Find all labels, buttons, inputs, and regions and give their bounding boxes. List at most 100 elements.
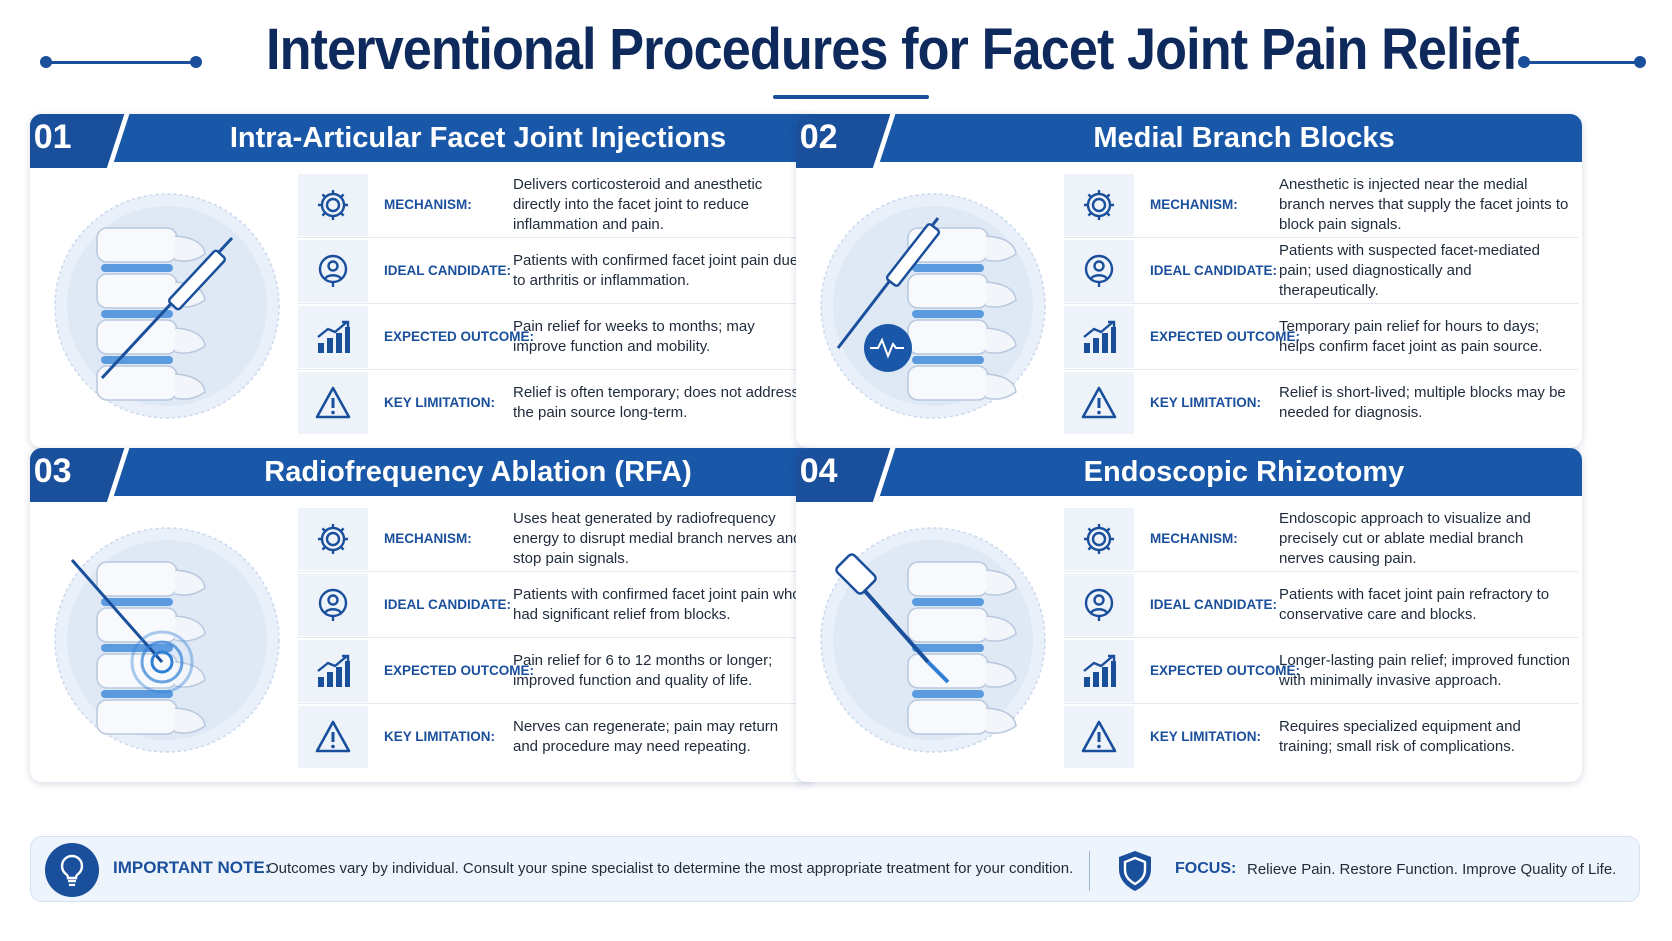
card-number: 03	[33, 452, 72, 490]
card-details: MECHANISM: Endoscopic approach to visuali…	[1064, 500, 1578, 778]
detail-text: Anesthetic is injected near the medial b…	[1279, 175, 1569, 233]
header-dot-right	[1634, 56, 1646, 68]
spine-illustration	[42, 512, 292, 768]
detail-text: Patients with confirmed facet joint pain…	[513, 585, 801, 623]
gear-icon	[1064, 508, 1134, 570]
detail-row: KEY LIMITATION: Nerves can regenerate; pa…	[298, 704, 812, 770]
detail-row: EXPECTED OUTCOME:Longer-lasting pain rel…	[1064, 638, 1578, 704]
detail-text: Longer-lasting pain relief; improved fun…	[1279, 651, 1570, 689]
footer-note-bar: IMPORTANT NOTE: Outcomes vary by individ…	[30, 836, 1640, 902]
procedure-card: 03 Radiofrequency Ablation (RFA) MECHANISM…	[30, 448, 816, 782]
chart-up-icon	[298, 640, 368, 702]
lightbulb-icon	[45, 843, 99, 897]
detail-text: Nerves can regenerate; pain may return a…	[513, 718, 779, 755]
card-title: Radiofrequency Ablation (RFA)	[264, 456, 692, 488]
card-title: Medial Branch Blocks	[1093, 122, 1395, 154]
card-header-bar	[796, 114, 1582, 162]
header-rule-right	[1522, 61, 1640, 64]
person-target-icon	[1064, 574, 1134, 636]
procedure-card: 01 Intra-Articular Facet Joint Injections…	[30, 114, 816, 448]
card-details: MECHANISM: Uses heat generated by radiofr…	[298, 500, 812, 778]
detail-row: MECHANISM: Anesthetic is injected near th…	[1064, 172, 1578, 238]
detail-label: KEY LIMITATION:	[384, 395, 495, 410]
page-title: Interventional Procedures for Facet Join…	[266, 17, 1519, 82]
detail-row: KEY LIMITATION: Relief is short-lived; mu…	[1064, 370, 1578, 436]
title-underline	[773, 95, 929, 99]
detail-label: EXPECTED OUTCOME:	[1150, 663, 1301, 678]
detail-label: MECHANISM:	[1150, 531, 1238, 546]
detail-text: Delivers corticosteroid and anesthetic d…	[513, 175, 763, 233]
detail-text: Relief is often temporary; does not addr…	[513, 384, 799, 421]
card-title: Intra-Articular Facet Joint Injections	[229, 122, 727, 154]
chart-up-icon	[298, 306, 368, 368]
detail-label: IDEAL CANDIDATE:	[1150, 597, 1277, 612]
detail-text: Patients with confirmed facet joint pain…	[513, 251, 799, 289]
spine-illustration	[808, 512, 1058, 768]
detail-text: Pain relief for 6 to 12 months or longer…	[513, 651, 773, 689]
detail-row: MECHANISM: Endoscopic approach to visuali…	[1064, 506, 1578, 572]
detail-row: IDEAL CANDIDATE:Patients with suspected …	[1064, 238, 1578, 304]
detail-text: Requires specialized equipment and train…	[1279, 718, 1521, 755]
detail-label: KEY LIMITATION:	[384, 729, 495, 744]
focus-label: FOCUS:	[1175, 860, 1237, 877]
gear-icon	[298, 508, 368, 570]
detail-row: MECHANISM: Delivers corticosteroid and an…	[298, 172, 812, 238]
detail-label: MECHANISM:	[384, 197, 472, 212]
detail-row: EXPECTED OUTCOME:Pain relief for weeks t…	[298, 304, 812, 370]
footer-divider	[1089, 851, 1090, 891]
detail-label: MECHANISM:	[384, 531, 472, 546]
card-number: 02	[799, 118, 838, 156]
detail-row: IDEAL CANDIDATE:Patients with confirmed …	[298, 238, 812, 304]
detail-label: IDEAL CANDIDATE:	[1150, 263, 1277, 278]
detail-text: Uses heat generated by radiofrequency en…	[513, 509, 802, 567]
spine-illustration	[808, 178, 1058, 434]
detail-text: Relief is short-lived; multiple blocks m…	[1279, 384, 1566, 421]
card-details: MECHANISM: Anesthetic is injected near th…	[1064, 166, 1578, 444]
warning-icon	[1064, 372, 1134, 434]
detail-text: Temporary pain relief for hours to days;…	[1279, 317, 1543, 355]
detail-label: MECHANISM:	[1150, 197, 1238, 212]
detail-label: EXPECTED OUTCOME:	[1150, 329, 1301, 344]
detail-row: EXPECTED OUTCOME:Temporary pain relief f…	[1064, 304, 1578, 370]
person-target-icon	[1064, 240, 1134, 302]
person-target-icon	[298, 240, 368, 302]
card-header-bar	[796, 448, 1582, 496]
warning-icon	[1064, 706, 1134, 768]
gear-icon	[1064, 174, 1134, 236]
detail-row: IDEAL CANDIDATE:Patients with confirmed …	[298, 572, 812, 638]
warning-icon	[298, 372, 368, 434]
detail-label: KEY LIMITATION:	[1150, 729, 1261, 744]
detail-text: Endoscopic approach to visualize and pre…	[1279, 509, 1531, 567]
warning-icon	[298, 706, 368, 768]
detail-label: KEY LIMITATION:	[1150, 395, 1261, 410]
header-dot-left	[40, 56, 52, 68]
focus-text: Relieve Pain. Restore Function. Improve …	[1247, 861, 1617, 878]
header-dot-left-inner	[190, 56, 202, 68]
card-header-bar	[30, 448, 816, 496]
detail-row: IDEAL CANDIDATE:Patients with facet join…	[1064, 572, 1578, 638]
shield-icon	[1115, 849, 1155, 898]
important-note-text: Outcomes vary by individual. Consult you…	[267, 860, 1074, 877]
detail-row: MECHANISM: Uses heat generated by radiofr…	[298, 506, 812, 572]
page-header: Interventional Procedures for Facet Join…	[0, 0, 1672, 100]
chart-up-icon	[1064, 306, 1134, 368]
detail-label: IDEAL CANDIDATE:	[384, 597, 511, 612]
spine-illustration	[42, 178, 292, 434]
detail-text: Pain relief for weeks to months; may imp…	[513, 317, 755, 355]
detail-label: IDEAL CANDIDATE:	[384, 263, 511, 278]
detail-text: Patients with suspected facet-mediated p…	[1279, 241, 1540, 299]
detail-label: EXPECTED OUTCOME:	[384, 329, 535, 344]
detail-row: KEY LIMITATION: Requires specialized equi…	[1064, 704, 1578, 770]
card-details: MECHANISM: Delivers corticosteroid and an…	[298, 166, 812, 444]
header-dot-right-inner	[1518, 56, 1530, 68]
card-number: 01	[33, 118, 72, 156]
header-rule-left	[46, 61, 196, 64]
detail-text: Patients with facet joint pain refractor…	[1279, 585, 1550, 623]
card-header-bar	[30, 114, 816, 162]
card-number: 04	[799, 452, 838, 490]
person-target-icon	[298, 574, 368, 636]
detail-row: KEY LIMITATION: Relief is often temporary…	[298, 370, 812, 436]
detail-row: EXPECTED OUTCOME:Pain relief for 6 to 12…	[298, 638, 812, 704]
